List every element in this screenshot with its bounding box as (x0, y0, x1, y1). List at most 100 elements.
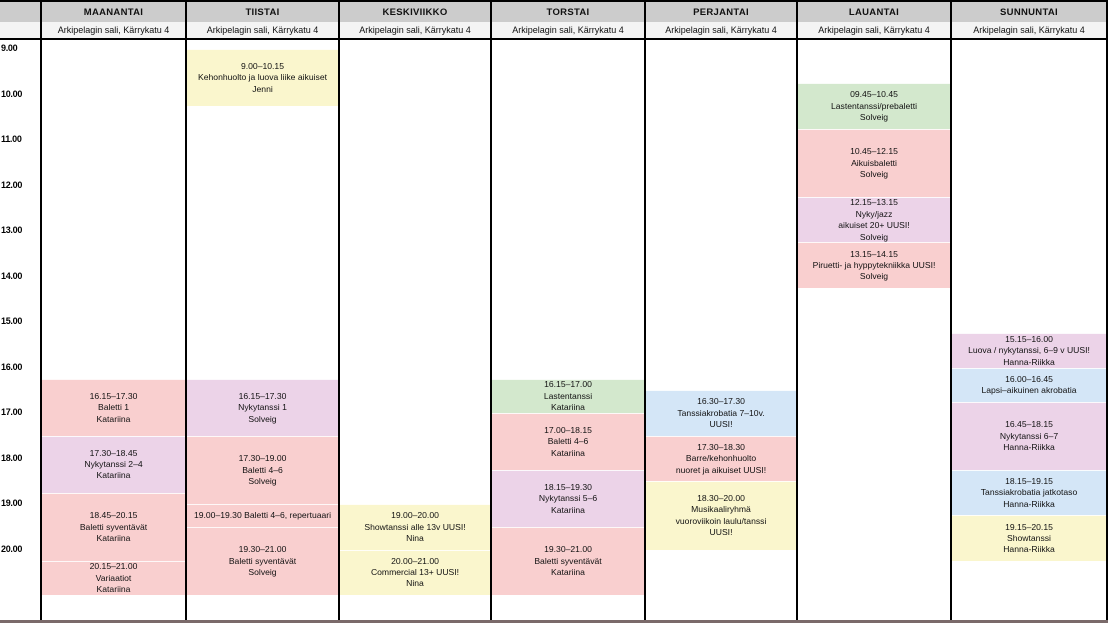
event-title: Kehonhuolto ja luova liike aikuiset (198, 72, 327, 83)
event-teacher: Katariina (96, 470, 131, 481)
event-title: Baletti 4–6 (547, 436, 589, 447)
event-title: Barre/kehonhuolto (685, 453, 757, 464)
event-teacher: Katariina (96, 413, 131, 424)
event-teacher: Solveig (859, 112, 889, 123)
time-label-13-00: 13.00 (1, 225, 23, 235)
event-title: Baletti syventävät (79, 521, 148, 532)
event-title: Nyky/jazz (855, 208, 893, 219)
event-title: Showtanssi (1007, 532, 1051, 543)
event-title: Lastentanssi (543, 390, 593, 401)
day-header-keskiviikko: KESKIVIIKKO (340, 0, 492, 22)
event-time: 19.00–20.00 (391, 510, 439, 521)
event-time: 15.15–16.00 (1005, 333, 1053, 344)
event-title: Nykytanssi 6–7 (999, 430, 1059, 441)
corner-cell-sub (0, 22, 42, 38)
event-teacher: Solveig (248, 413, 277, 424)
event-time: 13.15–14.15 (850, 248, 898, 259)
day-venue-sunnuntai: Arkipelagin sali, Kärrykatu 4 (952, 22, 1108, 38)
event-time: 16.45–18.15 (1005, 419, 1053, 430)
corner-cell (0, 0, 42, 22)
event-time: 16.15–17.30 (238, 390, 287, 401)
time-label-12-00: 12.00 (1, 179, 23, 190)
event-time: 18.45–20.15 (89, 510, 138, 521)
event-time: 17.00–18.15 (544, 424, 592, 435)
day-venue-keskiviikko: Arkipelagin sali, Kärrykatu 4 (340, 22, 492, 38)
event-teacher: vuoroviikoin laulu/tanssi (675, 515, 767, 526)
event-time: 18.30–20.00 (697, 493, 745, 504)
event-time: 19.30–21.00 (544, 544, 592, 555)
event-title: Lapsi–aikuinen akrobatia (981, 385, 1077, 396)
day-venue-maanantai: Arkipelagin sali, Kärrykatu 4 (42, 22, 187, 38)
event-time: 12.15–13.15 (850, 197, 898, 208)
event-time: 09.45–10.45 (850, 89, 898, 100)
event-teacher: UUSI! (709, 419, 733, 430)
time-label-11-00: 11.00 (1, 134, 22, 144)
day-venue-lauantai: Arkipelagin sali, Kärrykatu 4 (798, 22, 952, 38)
event-teacher: Hanna-Riikka (1003, 544, 1055, 555)
event-title: Aikuisbaletti (851, 157, 897, 168)
day-header-tiistai: TIISTAI (187, 0, 340, 22)
event-time: 20.00–21.00 (391, 555, 439, 566)
event-teacher: aikuiset 20+ UUSI! (838, 220, 910, 231)
day-header-torstai: TORSTAI (492, 0, 646, 22)
event-time: 16.15–17.00 (544, 379, 592, 390)
event-title: Baletti syventävät (228, 555, 297, 566)
day-header-maanantai: MAANANTAI (42, 0, 187, 22)
event-title: Nykytanssi 5–6 (538, 493, 598, 504)
event-teacher: Solveig (859, 168, 889, 179)
event-teacher: nuoret ja aikuiset UUSI! (675, 464, 767, 475)
event-title: Baletti 1 (97, 402, 130, 413)
event-teacher: Nina (406, 578, 424, 589)
event-time: 16.30–17.30 (697, 396, 745, 407)
event-title: Baletti syventävät (534, 555, 602, 566)
class-event[interactable]: 19.00–19.30 Baletti 4–6, repertuaari (187, 504, 338, 527)
event-teacher: Solveig (248, 476, 277, 487)
event-teacher: Jenni (252, 83, 273, 94)
event-title: Tanssiakrobatia 7–10v. (677, 407, 765, 418)
time-label-18-00: 18.00 (1, 452, 23, 463)
event-title: Piruetti- ja hyppytekniikka UUSI! (812, 259, 936, 270)
event-teacher: Solveig (859, 271, 889, 282)
event-time: 17.30–18.30 (697, 441, 745, 452)
event-title: Tanssiakrobatia jatkotaso (980, 487, 1078, 498)
time-label-15-00: 15.00 (1, 316, 23, 326)
time-label-16-00: 16.00 (1, 361, 23, 372)
event-time: 10.45–12.15 (850, 146, 898, 157)
event-time: 9.00–10.15 (240, 60, 284, 71)
event-teacher: Hanna-Riikka (1003, 441, 1055, 452)
event-title: Commercial 13+ UUSI! (370, 567, 460, 578)
day-header-lauantai: LAUANTAI (798, 0, 952, 22)
